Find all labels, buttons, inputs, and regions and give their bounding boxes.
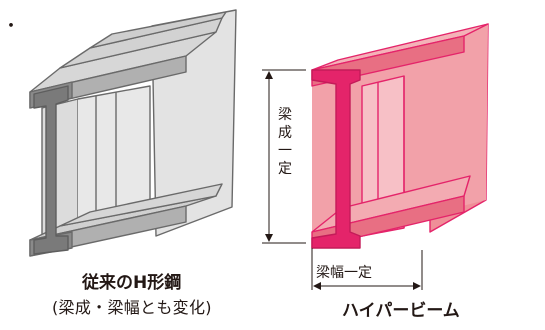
conventional-h-beam-illustration — [29, 9, 237, 257]
conventional-subtitle: (梁成・梁幅とも変化) — [52, 298, 212, 317]
height-dimension — [262, 69, 306, 244]
hyper-beam-illustration — [311, 23, 489, 249]
width-dimension — [311, 248, 423, 290]
width-constant-label: 梁幅一定 — [316, 265, 372, 281]
hyper-beam-title: ハイパービーム — [342, 301, 460, 321]
conventional-title: 従来のH形鋼 — [82, 273, 182, 293]
note-mark: ・ — [2, 16, 20, 37]
height-constant-label: 梁 成 一 定 — [278, 107, 292, 177]
